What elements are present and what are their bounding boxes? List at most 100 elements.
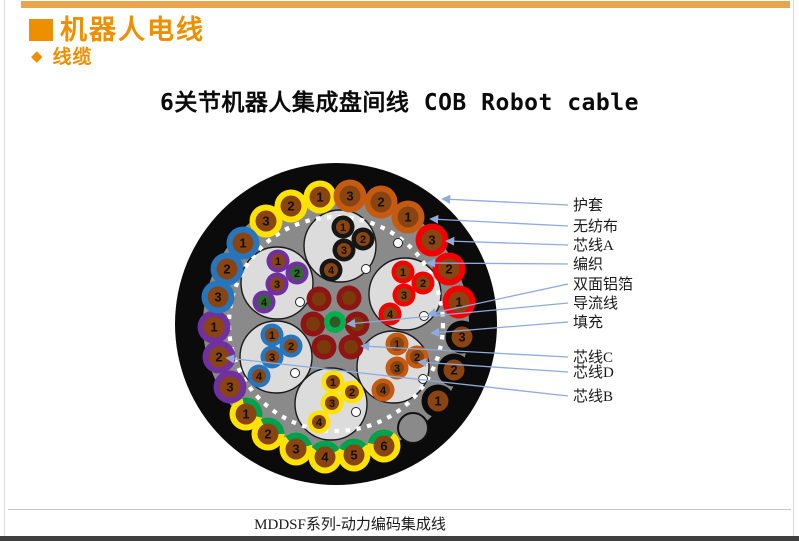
wire-core: [421, 229, 443, 251]
wire-number: 3: [341, 245, 347, 257]
wire-number: 1: [394, 339, 400, 351]
wire-core: [207, 286, 229, 308]
center-wire-core: [312, 292, 326, 306]
wire-number: 3: [274, 279, 280, 291]
wire-core: [219, 376, 241, 398]
wire-number: 2: [377, 195, 384, 210]
subheader: ◆ 线缆: [31, 42, 93, 69]
filler-dot: [295, 297, 305, 307]
header-title: 机器人电线: [60, 15, 205, 45]
wire-core: [290, 266, 304, 280]
header: 机器人电线: [29, 8, 205, 47]
callout-label: 护套: [573, 197, 603, 214]
wire-core: [345, 385, 359, 399]
callout-label: 芯线B: [573, 388, 613, 405]
wire-core: [390, 361, 404, 375]
wire-core: [336, 220, 350, 234]
square-bullet-icon: [29, 18, 53, 41]
leader-line: [429, 214, 569, 227]
green-earth-arc: [367, 429, 394, 445]
wire-core: [326, 375, 340, 389]
wire-core: [265, 350, 279, 364]
wire-core: [397, 288, 411, 302]
wire-core: [383, 307, 397, 321]
wire-number: 3: [214, 290, 221, 305]
callout-label: 导流线: [573, 295, 618, 312]
wire-number: 4: [387, 309, 394, 321]
right-border: [793, 0, 794, 541]
wire-core: [257, 423, 279, 445]
leader-line: [426, 258, 569, 268]
filler-dot: [393, 238, 403, 248]
wire-core: [356, 232, 370, 246]
wire-core: [396, 265, 410, 279]
wire-number: 4: [321, 450, 329, 465]
wire-core: [343, 444, 365, 466]
wire-number: 1: [269, 330, 275, 342]
wire-number: 2: [288, 341, 294, 353]
wire-core: [284, 339, 298, 353]
green-earth-arc: [242, 397, 263, 418]
wire-number: 3: [329, 398, 335, 410]
wire-number: 2: [360, 234, 366, 246]
wire-number: 1: [210, 320, 217, 335]
wire-core: [451, 326, 473, 348]
green-earth-arc: [338, 438, 367, 452]
wire-number: 2: [223, 262, 230, 277]
wire-number: 2: [349, 387, 355, 399]
wire-number: 1: [340, 222, 346, 234]
wire-core: [235, 403, 257, 425]
leader-line: [430, 321, 569, 337]
wire-number: 1: [242, 407, 249, 422]
wire-number: 1: [330, 377, 336, 389]
wire-number: 3: [292, 442, 299, 457]
callout-label: 芯线D: [573, 364, 614, 381]
footer-divider: [8, 509, 791, 510]
wire-core: [203, 316, 225, 338]
callout-label: 无纺布: [573, 218, 618, 235]
wire-core: [325, 396, 339, 410]
wire-core: [271, 254, 285, 268]
wire-core: [270, 277, 284, 291]
wire-core: [376, 383, 390, 397]
leader-line: [346, 302, 569, 328]
aluminium-foil-ring: [226, 214, 446, 434]
wire-core: [312, 415, 326, 429]
wire-core: [339, 185, 361, 207]
wire-core: [397, 206, 419, 228]
wire-number: 5: [350, 448, 357, 463]
wire-core: [255, 210, 277, 232]
wire-number: 1: [316, 190, 323, 205]
left-border: [4, 0, 5, 541]
wire-core: [373, 435, 395, 457]
wire-number: 4: [261, 297, 268, 309]
wire-number: 4: [328, 265, 335, 277]
center-wire-core: [306, 317, 320, 331]
green-earth-arc: [260, 417, 285, 435]
diamond-bullet-icon: ◆: [31, 47, 43, 65]
wire-core: [252, 369, 266, 383]
wire-number: 3: [262, 214, 269, 229]
wire-number: 1: [404, 210, 411, 225]
wire-number: 3: [394, 363, 400, 375]
wire-number: 1: [455, 295, 462, 310]
wire-number: 2: [215, 350, 222, 365]
wire-core: [257, 295, 271, 309]
filler-dot: [290, 368, 300, 378]
wire-number: 1: [400, 267, 406, 279]
callout-label: 填充: [573, 314, 603, 331]
subheader-title: 线缆: [52, 47, 93, 68]
wire-number: 2: [294, 268, 300, 280]
wire-core: [232, 232, 254, 254]
wire-number: 3: [401, 290, 407, 302]
wire-core: [314, 446, 336, 468]
wire-core: [370, 191, 392, 213]
wire-core: [309, 186, 331, 208]
leader-line: [417, 357, 569, 373]
wire-core: [280, 195, 302, 217]
callout-label: 双面铝箔: [573, 276, 633, 293]
center-wire-core: [342, 291, 356, 305]
wire-number: 4: [380, 385, 387, 397]
